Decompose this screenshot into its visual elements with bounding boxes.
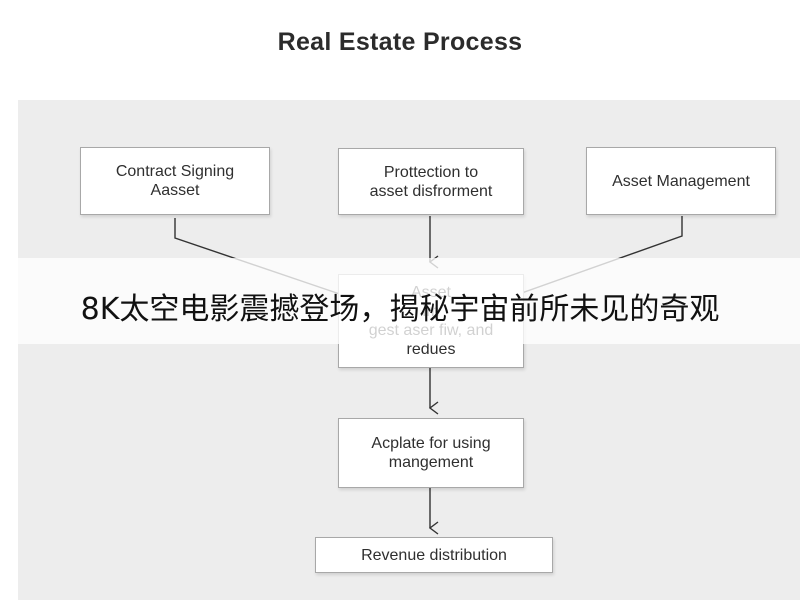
- caption-overlay-text: 8K太空电影震撼登场，揭秘宇宙前所未见的奇观: [80, 292, 720, 327]
- node-revenue: Revenue distribution: [315, 537, 553, 573]
- node-contract-signing-label: Contract Signing Aasset: [115, 163, 235, 199]
- diagram-title: Real Estate Process: [277, 28, 523, 56]
- node-acplate-label: Acplate for using mangement: [371, 435, 491, 471]
- caption-overlay-band: [0, 258, 800, 344]
- node-revenue-label: Revenue distribution: [361, 546, 507, 564]
- node-asset-management-label: Asset Management: [612, 172, 750, 190]
- node-asset-management: Asset Management: [586, 147, 776, 215]
- node-protection-label: Prottection to asset disfrorment: [369, 163, 493, 200]
- node-contract-signing: Contract Signing Aasset: [80, 147, 270, 215]
- node-protection: Prottection to asset disfrorment: [338, 148, 524, 215]
- node-acplate: Acplate for using mangement: [338, 418, 524, 488]
